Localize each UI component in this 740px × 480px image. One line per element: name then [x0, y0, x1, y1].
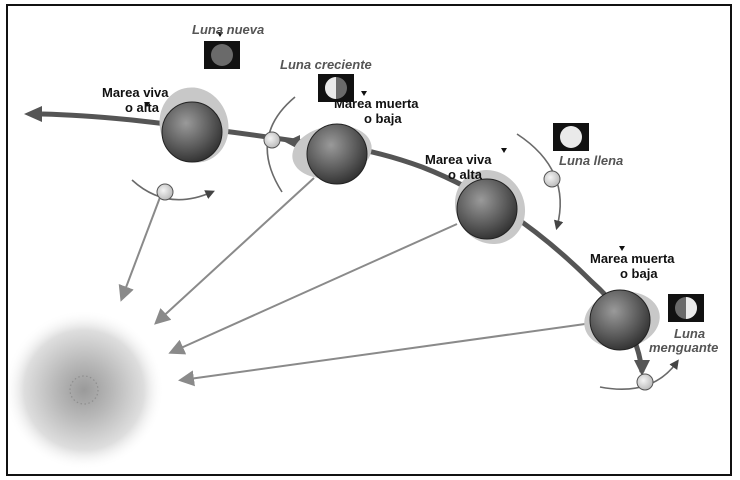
phase-full-icon: [553, 123, 589, 151]
label-luna-llena: Luna llena: [559, 153, 623, 168]
moon-waning: [636, 373, 654, 391]
earth-3: [454, 169, 526, 245]
pointer-markers: [144, 32, 625, 251]
moon-waxing: [263, 131, 281, 149]
label-marea-muerta-1b: o baja: [364, 111, 402, 126]
label-luna-menguante-2: menguante: [649, 340, 718, 355]
label-marea-muerta-2a: Marea muerta: [590, 251, 675, 266]
earth-1: [159, 87, 229, 163]
phase-waning-icon: [668, 294, 704, 322]
label-luna-creciente: Luna creciente: [280, 57, 372, 72]
earth-4: [584, 289, 660, 351]
moons: [156, 131, 654, 391]
phase-waxing-icon: [318, 74, 354, 102]
moon-tides-diagram: Luna nueva Luna creciente Luna llena Lun…: [8, 22, 718, 470]
label-marea-muerta-1a: Marea muerta: [334, 96, 419, 111]
label-luna-menguante-1: Luna: [674, 326, 705, 341]
label-marea-muerta-2b: o baja: [620, 266, 658, 281]
phase-new-icon: [204, 41, 240, 69]
earth-orbit-arrow: [24, 106, 650, 376]
label-marea-viva-2a: Marea viva: [425, 152, 492, 167]
sun: [8, 310, 164, 470]
label-marea-viva-1a: Marea viva: [102, 85, 169, 100]
sun-rays: [118, 177, 586, 387]
label-luna-nueva: Luna nueva: [192, 22, 264, 37]
moon-new: [156, 183, 174, 201]
earth-2: [292, 123, 372, 185]
diagram-frame: Luna nueva Luna creciente Luna llena Lun…: [6, 4, 732, 476]
label-marea-viva-1b: o alta: [125, 100, 160, 115]
moon-full: [543, 170, 561, 188]
label-marea-viva-2b: o alta: [448, 167, 483, 182]
